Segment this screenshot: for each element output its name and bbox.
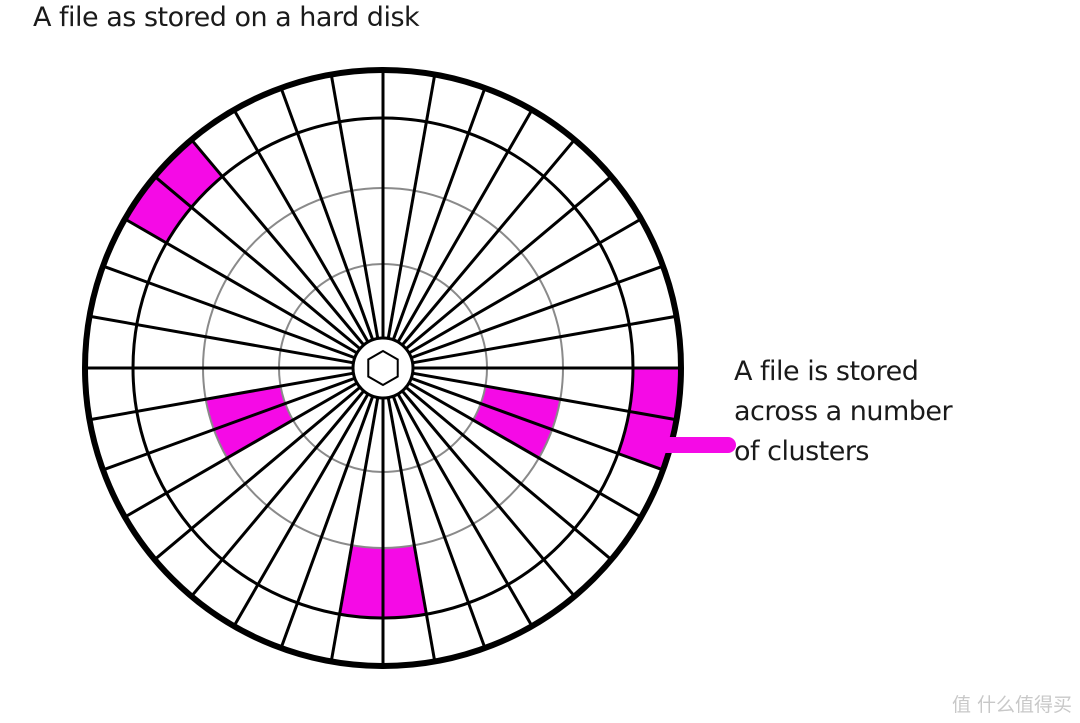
spindle-hex-icon [367, 349, 399, 387]
sector-line [124, 381, 358, 519]
sector-line [408, 217, 642, 355]
sector-line [190, 390, 365, 598]
watermark: 值 什么值得买 [952, 694, 1073, 716]
sector-line [410, 264, 664, 360]
sector-line [410, 376, 664, 472]
sector-line [89, 314, 354, 365]
sector-line [190, 138, 365, 346]
sector-line [391, 87, 487, 341]
sector-line [232, 109, 370, 343]
sector-line [401, 138, 576, 346]
callout-label: A file is stored across a number of clus… [734, 352, 953, 472]
file-cluster [213, 403, 293, 458]
sector-line [405, 175, 613, 350]
sector-line [412, 314, 677, 365]
sector-line [329, 74, 380, 339]
sector-line [153, 175, 361, 350]
file-cluster [124, 176, 192, 243]
callout-line: of clusters [734, 436, 870, 467]
file-cluster [629, 368, 681, 420]
file-cluster [339, 545, 383, 618]
sector-line [391, 395, 487, 649]
sector-line [386, 397, 437, 662]
sector-line [102, 376, 356, 472]
sector-line [124, 217, 358, 355]
sector-line [401, 390, 576, 598]
track-ring [131, 116, 635, 620]
diagram-title: A file as stored on a hard disk [33, 2, 420, 33]
sector-line [396, 393, 534, 627]
sector-line [412, 371, 677, 422]
sector-line [232, 393, 370, 627]
callout-line: A file is stored [734, 356, 919, 387]
sector-line [396, 109, 534, 343]
callout-line: across a number [734, 396, 953, 427]
sector-line [408, 381, 642, 519]
file-cluster [617, 411, 677, 470]
sector-line [153, 386, 361, 561]
file-cluster [383, 545, 427, 618]
sector-line [89, 371, 354, 422]
sector-line [405, 386, 613, 561]
sector-line [102, 264, 356, 360]
sector-line [279, 395, 375, 649]
sector-line [279, 87, 375, 341]
sector-line [329, 397, 380, 662]
file-cluster [473, 403, 553, 458]
disk-edge [82, 67, 684, 669]
sector-line [386, 74, 437, 339]
